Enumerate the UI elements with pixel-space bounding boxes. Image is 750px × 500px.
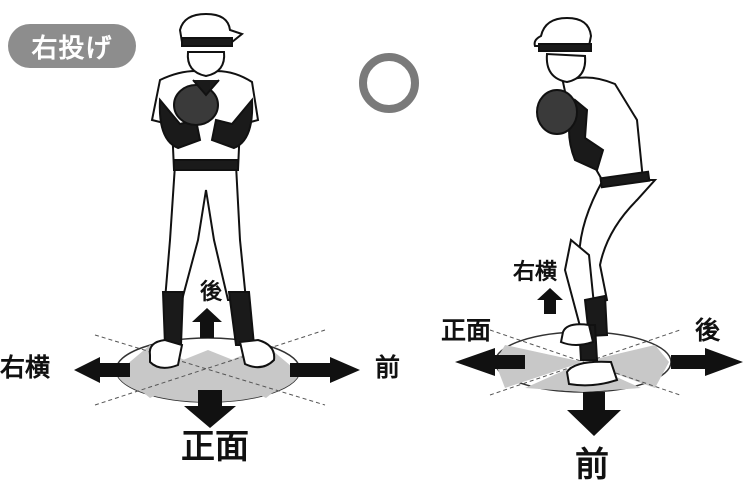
right-arrows bbox=[455, 288, 743, 436]
throwing-hand-badge: 右投げ bbox=[8, 24, 136, 68]
side-pitcher-torso bbox=[536, 76, 651, 189]
front-side-arrow bbox=[290, 357, 360, 383]
label-back-2: 後 bbox=[695, 316, 721, 345]
label-facing: 正面 bbox=[181, 427, 249, 467]
facing-arrow-left bbox=[455, 348, 525, 376]
front-arrow-down bbox=[567, 392, 621, 436]
label-front-2: 前 bbox=[575, 445, 609, 485]
front-facing-pitcher-figure: 後 右横 前 正面 bbox=[0, 12, 400, 467]
pitcher-legs bbox=[148, 164, 276, 369]
label-facing-2: 正面 bbox=[441, 316, 492, 345]
correct-circle-icon bbox=[359, 53, 419, 113]
side-pitcher-head bbox=[533, 16, 593, 84]
right-side-arrow bbox=[74, 357, 130, 383]
back-arrow-right bbox=[671, 348, 743, 376]
pitcher-head bbox=[178, 12, 245, 78]
back-arrow-up bbox=[192, 308, 222, 338]
label-right-side: 右横 bbox=[0, 353, 51, 382]
side-pitcher-legs bbox=[559, 179, 658, 387]
side-view-pitcher-illustration bbox=[455, 16, 743, 436]
label-back: 後 bbox=[200, 280, 223, 305]
pitcher-torso bbox=[150, 70, 260, 171]
label-right-side-2: 右横 bbox=[513, 260, 558, 285]
label-front-side: 前 bbox=[375, 353, 401, 382]
right-side-arrow-up bbox=[537, 288, 563, 314]
side-view-pitcher-figure: 右横 正面 後 前 bbox=[375, 0, 750, 500]
facing-arrow-down bbox=[184, 390, 236, 428]
left-arrows bbox=[74, 308, 360, 428]
front-facing-pitcher-illustration bbox=[74, 12, 360, 428]
